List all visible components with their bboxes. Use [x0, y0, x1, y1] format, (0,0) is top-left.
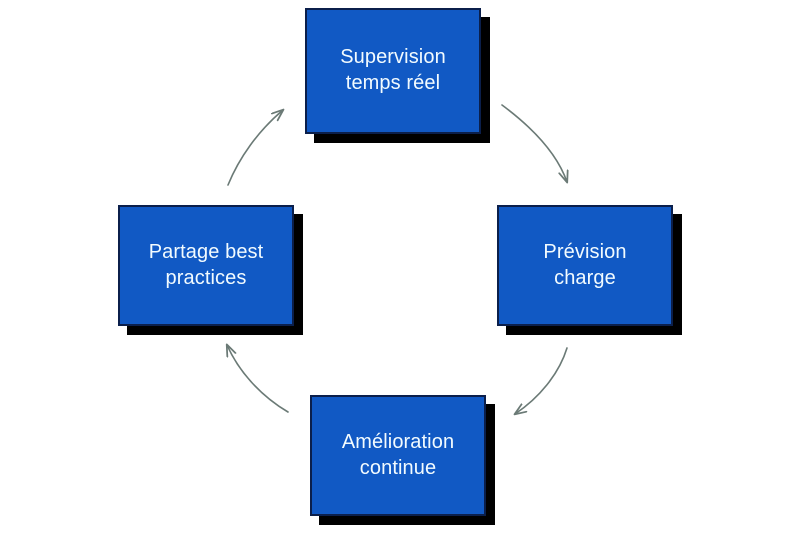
cycle-node-amelioration[interactable]: Amélioration continue: [310, 395, 486, 516]
cycle-node-supervision[interactable]: Supervision temps réel: [305, 8, 481, 134]
cycle-node-amelioration-label: Amélioration continue: [341, 430, 455, 479]
cycle-node-partage-label: Partage best practices: [148, 240, 264, 289]
cycle-node-partage[interactable]: Partage best practices: [118, 205, 294, 326]
arrow-partage-to-supervision: [227, 110, 283, 186]
cycle-node-prevision[interactable]: Prévision charge: [497, 205, 673, 326]
arrow-supervision-to-prevision: [501, 104, 567, 182]
cycle-node-prevision-label: Prévision charge: [543, 240, 627, 289]
cycle-node-supervision-label: Supervision temps réel: [340, 46, 446, 94]
arrow-amelioration-to-partage: [227, 345, 289, 413]
arrow-prevision-to-amelioration: [515, 347, 568, 414]
